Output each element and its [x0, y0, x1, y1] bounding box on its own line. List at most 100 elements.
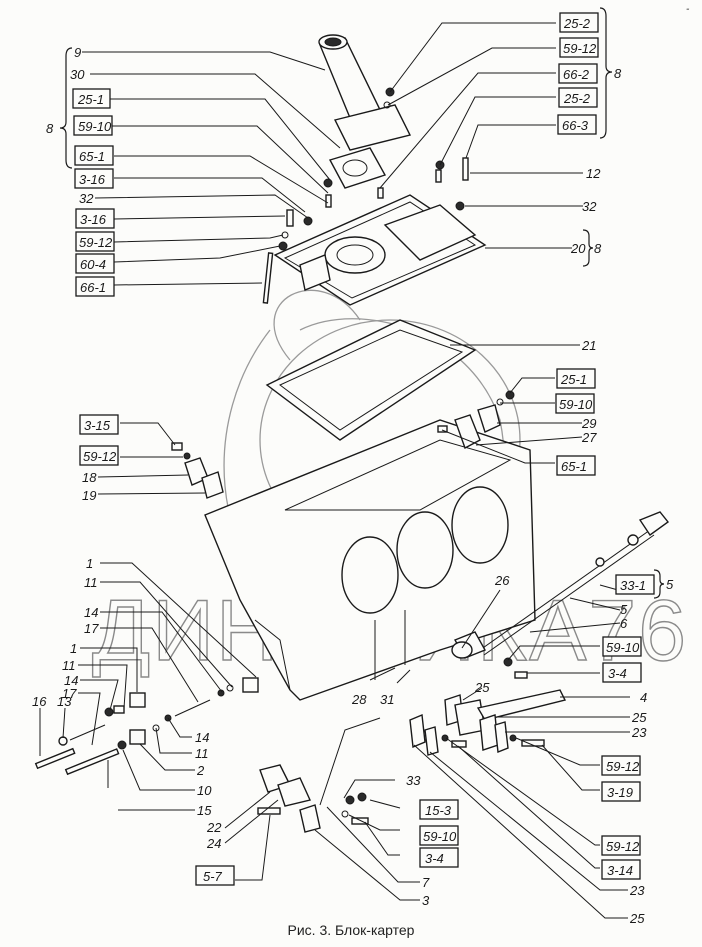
callouts-right-middle: 21 25-1 59-10 29 27 65-1 [555, 338, 597, 476]
callout-65-1: 65-1 [79, 149, 105, 164]
callout-box [75, 208, 115, 229]
callout-29: 29 [581, 416, 596, 431]
callout-6: 6 [620, 616, 628, 631]
callout-box [79, 445, 119, 466]
cover-gasket [265, 319, 477, 441]
cover-brace [582, 229, 594, 267]
callout-12: 12 [586, 166, 601, 181]
callout-box [556, 368, 596, 389]
callout-59-12: 59-12 [606, 759, 640, 774]
callout-13: 13 [57, 694, 72, 709]
cover-group-label: 8 [594, 241, 602, 256]
callouts-right-top: 25-2 59-12 66-2 25-2 66-3 12 32 20 [557, 12, 601, 256]
callout-box [615, 574, 655, 595]
callout-27: 27 [581, 430, 597, 445]
callout-3: 3 [422, 893, 430, 908]
callout-box [601, 755, 641, 776]
side-plate-gasket [201, 471, 224, 499]
callout-59-10: 59-10 [78, 119, 112, 134]
callout-59-12: 59-12 [79, 235, 113, 250]
callout-box [557, 114, 597, 135]
callout-5: 5 [620, 602, 628, 617]
callout-box [72, 88, 111, 109]
callout-25: 25 [631, 710, 647, 725]
callout-4: 4 [640, 690, 647, 705]
callout-3-16: 3-16 [80, 212, 107, 227]
callout-66-3: 66-3 [562, 118, 589, 133]
intake-tube [257, 717, 381, 833]
callouts-bottom-right: 25 4 25 23 59-12 3-19 59-12 3-14 23 25 [474, 680, 647, 926]
callout-14: 14 [84, 605, 98, 620]
parts-drawing [34, 34, 670, 833]
left-top-brace [59, 47, 73, 169]
callout-66-2: 66-2 [563, 67, 590, 82]
cylinder-block [204, 419, 536, 701]
callout-17: 17 [84, 621, 99, 636]
callout-59-10: 59-10 [559, 397, 593, 412]
callout-11: 11 [195, 746, 209, 761]
callout-25-2: 25-2 [563, 91, 591, 106]
callout-14: 14 [64, 673, 78, 688]
callout-box [74, 145, 114, 166]
callout-3-4: 3-4 [608, 666, 627, 681]
callout-18: 18 [82, 470, 97, 485]
right-top-group-label: 8 [614, 66, 622, 81]
leader-lines [39, 22, 630, 919]
callout-66-1: 66-1 [80, 280, 106, 295]
callout-14: 14 [195, 730, 209, 745]
callout-31: 31 [380, 692, 394, 707]
dipstick-brace [653, 569, 665, 599]
callout-10: 10 [197, 783, 212, 798]
callout-box [555, 393, 595, 414]
callout-box [73, 115, 113, 136]
callout-1: 1 [86, 556, 93, 571]
callout-box [601, 781, 641, 802]
callout-32: 32 [79, 191, 94, 206]
dipstick [451, 511, 670, 679]
callout-box [601, 859, 641, 880]
figure-caption: Рис. 3. Блок-картер [287, 922, 415, 938]
callout-15: 15 [197, 803, 212, 818]
tube-gasket [328, 147, 387, 189]
callout-11: 11 [62, 658, 76, 673]
callout-59-12: 59-12 [83, 449, 117, 464]
throttle-linkage [34, 677, 259, 776]
callout-19: 19 [82, 488, 96, 503]
callout-3-15: 3-15 [84, 418, 111, 433]
oil-pipe [409, 689, 567, 756]
callout-24: 24 [206, 836, 221, 851]
callout-60-4: 60-4 [80, 257, 106, 272]
callout-15-3: 15-3 [425, 803, 452, 818]
callout-59-12: 59-12 [563, 41, 597, 56]
callout-59-10: 59-10 [423, 829, 457, 844]
callout-box [75, 253, 115, 274]
callout-28: 28 [351, 692, 367, 707]
callout-box [601, 835, 641, 856]
callout-21: 21 [581, 338, 596, 353]
callout-box [558, 87, 598, 108]
left-top-group-label: 8 [46, 121, 54, 136]
callout-33-1: 33-1 [620, 578, 646, 593]
callouts-dipstick: 26 33-1 5 6 59-10 3-4 [494, 573, 655, 683]
breather-tube [318, 34, 412, 151]
callout-25: 25 [629, 911, 645, 926]
callout-3-19: 3-19 [607, 785, 633, 800]
callout-25-1: 25-1 [560, 372, 587, 387]
group-braces: 8 8 8 5 [46, 7, 674, 599]
callout-box [79, 414, 119, 435]
callout-box [419, 825, 459, 846]
callout-box [559, 37, 599, 58]
callout-22: 22 [206, 820, 222, 835]
callouts-left-middle: 3-15 59-12 18 19 [79, 414, 119, 503]
callout-5-7: 5-7 [203, 869, 223, 884]
callout-23: 23 [631, 725, 647, 740]
callout-25-1: 25-1 [77, 92, 104, 107]
callout-box [556, 455, 596, 476]
callouts-left-linkage: 1 11 14 17 1 11 14 17 16 13 14 11 2 10 1… [32, 556, 212, 818]
callout-59-12: 59-12 [606, 839, 640, 854]
callout-box [419, 799, 459, 820]
callout-3-16: 3-16 [79, 172, 106, 187]
callout-box [75, 231, 115, 252]
callout-box [75, 276, 115, 297]
